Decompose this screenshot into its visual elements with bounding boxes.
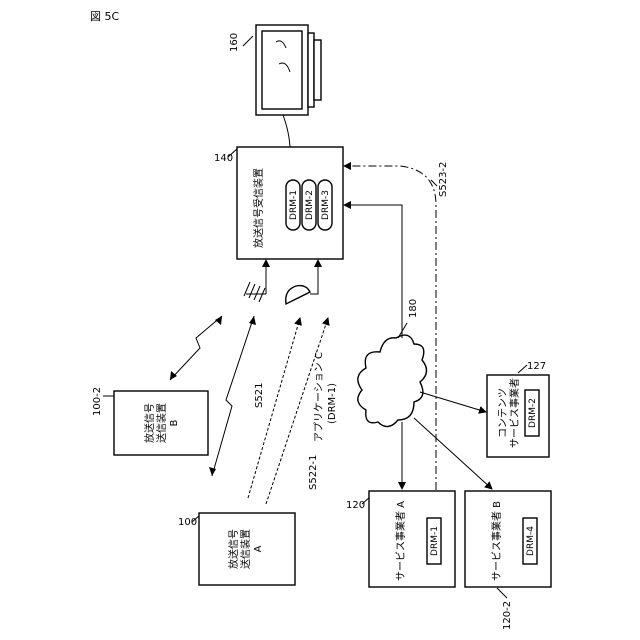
- service-provider-a: 120 サービス事業者 A DRM-1: [346, 491, 455, 587]
- transmitter-a-ref-number: 100: [178, 517, 197, 528]
- content-provider: 127 コンテンツ サービス事業者 DRM-2: [487, 361, 549, 457]
- application-label: アプリケーション C: [313, 352, 325, 442]
- provider-b-drm-label: DRM-4: [526, 526, 536, 556]
- terrestrial-antenna: [244, 260, 266, 302]
- wireless-link-b: [170, 316, 222, 380]
- transmitter-a-line1: 放送信号: [227, 529, 240, 569]
- tv-base: [314, 40, 321, 100]
- provider-b-leader-line: [497, 588, 507, 598]
- network-to-receiver-arrow: [344, 205, 402, 338]
- television: 160: [229, 25, 321, 147]
- receiver-drm-label: DRM-1: [289, 190, 299, 220]
- service-provider-b: サービス事業者 B DRM-4 120-2: [465, 491, 551, 630]
- receiver-drm-list: DRM-1 DRM-2 DRM-3: [286, 180, 332, 230]
- network-ref-number: 180: [408, 299, 419, 318]
- receiver-drm-label: DRM-2: [305, 190, 315, 220]
- network-cloud: 180: [358, 299, 427, 427]
- content-provider-ref-number: 127: [527, 361, 546, 372]
- signal-s523-label: S523-2: [438, 162, 449, 197]
- network-icon: [358, 335, 427, 426]
- transmitter-b-line2: 送信装置: [155, 403, 168, 443]
- transmitter-b: 100-2 放送信号 送信装置 B: [92, 387, 208, 455]
- content-provider-line1: コンテンツ: [498, 388, 509, 438]
- wireless-link-b-arrowhead: [170, 371, 177, 380]
- tv-leader-line: [243, 36, 253, 46]
- content-provider-line2: サービス事業者: [508, 378, 521, 448]
- figure-label: 図 5C: [90, 10, 119, 23]
- transmitter-a: 100 放送信号 送信装置 A: [178, 513, 295, 585]
- tv-ref-number: 160: [229, 33, 240, 52]
- network-to-provider-b-arrow: [414, 418, 492, 489]
- signal-s522-label: S522-1: [308, 455, 319, 490]
- receiver-drm-label: DRM-3: [321, 190, 331, 220]
- signal-s521-label: S521: [254, 383, 265, 408]
- satellite-dish: [286, 260, 318, 304]
- tv-stand: [308, 33, 314, 107]
- wireless-link-a-arrowhead: [249, 316, 256, 325]
- signal-s523-line: [344, 166, 436, 490]
- provider-a-box: [369, 491, 455, 587]
- wireless-link-b-arrowhead: [215, 316, 222, 325]
- provider-a-drm-label: DRM-1: [430, 526, 440, 556]
- transmitter-b-line1: 放送信号: [143, 403, 156, 443]
- wireless-link-a-arrowhead: [209, 467, 216, 476]
- provider-a-ref-number: 120: [346, 500, 365, 511]
- tv-screen-inner: [262, 31, 302, 109]
- provider-b-box: [465, 491, 551, 587]
- network-to-content-provider-arrow: [420, 392, 486, 412]
- receiver-device: 140 放送信号受信装置 DRM-1 DRM-2 DRM-3: [214, 147, 343, 259]
- receiver-name: 放送信号受信装置: [252, 168, 265, 248]
- dish-icon: [286, 286, 310, 304]
- wireless-link-a: [212, 316, 254, 476]
- tv-cable: [283, 115, 290, 147]
- application-drm-label: (DRM-1): [327, 383, 338, 424]
- transmitter-a-line3: A: [253, 545, 264, 552]
- transmitter-b-ref-number: 100-2: [92, 387, 103, 416]
- transmitter-b-line3: B: [169, 419, 180, 426]
- provider-b-name: サービス事業者 B: [490, 501, 503, 581]
- provider-a-name: サービス事業者 A: [394, 501, 407, 581]
- provider-b-ref-number: 120-2: [502, 601, 513, 630]
- dish-to-receiver-arrow: [310, 260, 318, 294]
- content-provider-drm-label: DRM-2: [528, 398, 538, 428]
- antenna-icon: [244, 282, 265, 302]
- transmitter-a-line2: 送信装置: [239, 529, 252, 569]
- content-provider-leader-line: [518, 365, 527, 373]
